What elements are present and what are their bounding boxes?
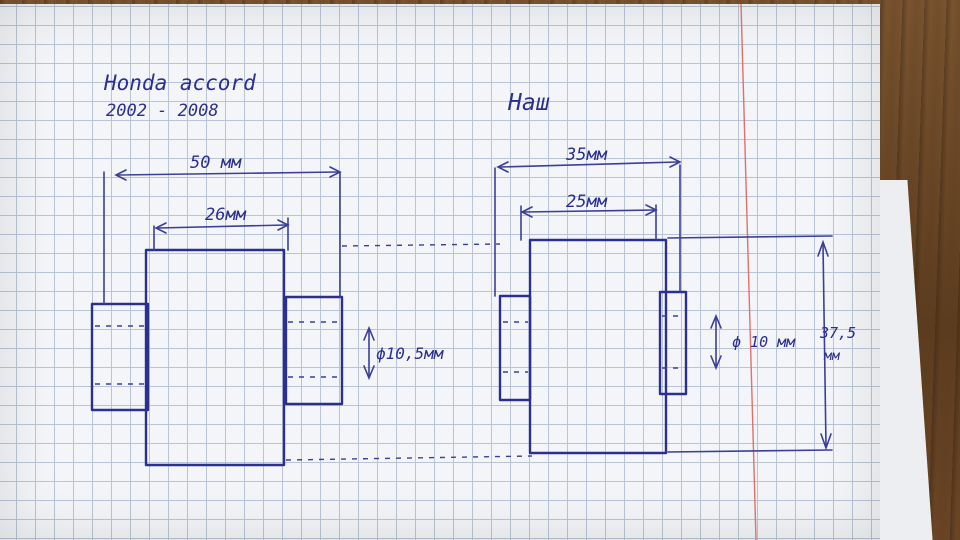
- honda-left-bushing: [90, 302, 150, 412]
- our-left-bushing: [498, 294, 532, 402]
- our-center-block: [528, 238, 668, 455]
- our-title: Наш: [507, 90, 550, 116]
- honda-years: 2002 - 2008: [106, 101, 219, 121]
- honda-width-outer-label: 50 мм: [190, 153, 242, 173]
- top-connection-line: [341, 243, 501, 247]
- honda-diameter-label: ϕ10,5мм: [376, 344, 445, 363]
- margin-line: [740, 3, 757, 540]
- honda-center-block: [144, 248, 286, 467]
- our-part-drawing: [494, 156, 833, 455]
- honda-part-drawing: [90, 166, 375, 467]
- our-right-bushing: [658, 290, 688, 396]
- our-width-inner-label: 25мм: [566, 192, 608, 212]
- our-height-value-label: 37,5: [819, 324, 856, 342]
- bottom-connection-line: [285, 455, 533, 461]
- honda-width-inner-label: 26мм: [205, 205, 247, 225]
- honda-title: Honda accord: [103, 71, 256, 95]
- our-height-unit-label: мм: [823, 349, 841, 364]
- our-diameter-label: ϕ 10 мм: [732, 333, 796, 351]
- our-width-outer-label: 35мм: [565, 145, 608, 165]
- honda-right-bushing: [284, 295, 344, 406]
